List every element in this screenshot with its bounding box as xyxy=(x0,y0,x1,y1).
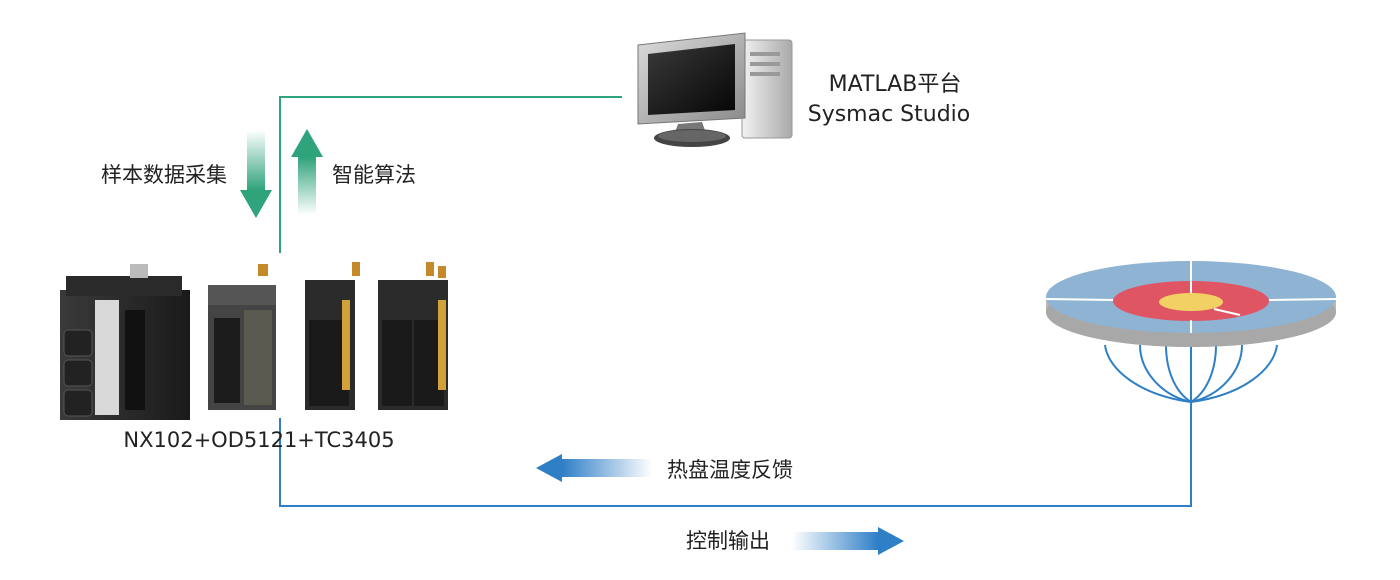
computer-icon xyxy=(637,32,793,147)
controller-model-label: NX102+OD5121+TC3405 xyxy=(123,428,394,452)
hot-plate-icon xyxy=(1045,261,1337,403)
computer-label-line1: MATLAB平台 xyxy=(829,72,962,97)
green-connection-line xyxy=(279,96,622,253)
up-arrow-icon xyxy=(291,129,323,215)
right-arrow-icon xyxy=(792,527,904,555)
control-output-label: 控制输出 xyxy=(686,529,770,553)
left-arrow-icon xyxy=(536,454,652,482)
smart-algorithm-label: 智能算法 xyxy=(332,163,416,187)
blue-connection-line xyxy=(279,402,1192,507)
computer-label-line2: Sysmac Studio xyxy=(808,102,971,127)
controller-modules-icon xyxy=(60,262,448,420)
down-arrow-icon xyxy=(240,130,272,218)
temperature-feedback-label: 热盘温度反馈 xyxy=(667,458,793,482)
sample-collection-label: 样本数据采集 xyxy=(101,163,227,187)
